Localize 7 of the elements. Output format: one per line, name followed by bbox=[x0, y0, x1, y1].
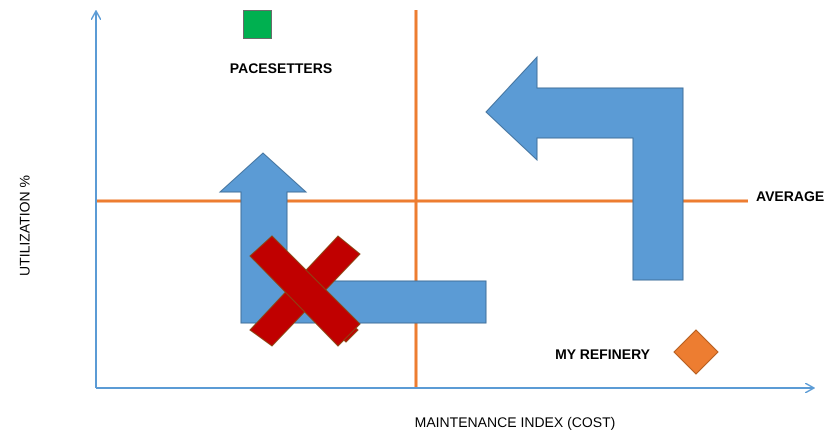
marker-square bbox=[243, 10, 272, 39]
line-label: AVERAGE bbox=[756, 187, 824, 206]
marker-label: PACESETTERS bbox=[228, 59, 334, 78]
marker-label: MY REFINERY bbox=[554, 345, 650, 364]
marker-diamond bbox=[673, 329, 719, 375]
axis-title: MAINTENANCE INDEX (COST) bbox=[414, 413, 616, 432]
axis-title: UTILIZATION % bbox=[16, 174, 34, 278]
